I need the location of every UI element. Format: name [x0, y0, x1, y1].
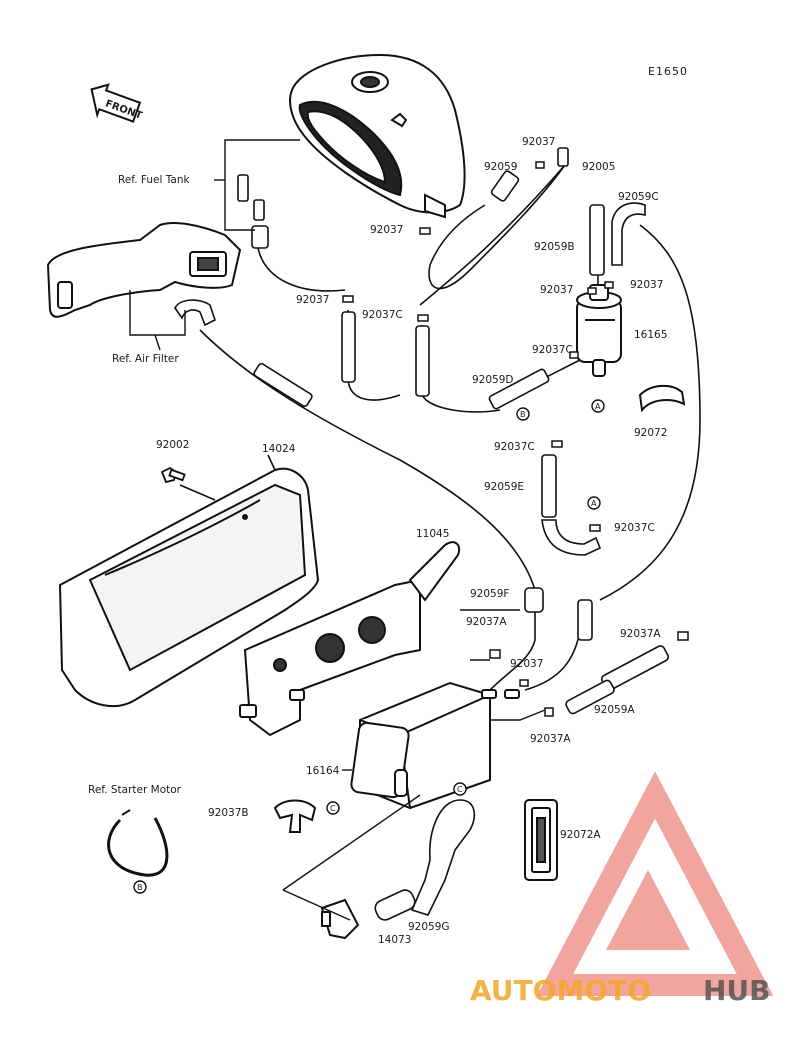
fuel-tank — [289, 53, 466, 219]
hose-routing — [179, 164, 701, 691]
label-16164: 16164 — [306, 765, 340, 777]
watermark-part1: AUTOMOTO — [470, 974, 651, 1007]
label-92037-tank: 92037 — [370, 224, 403, 236]
part-labels: Ref. Fuel Tank Ref. Air Filter Ref. Star… — [88, 136, 667, 946]
cover-14024 — [58, 467, 320, 708]
label-92037A-left: 92037A — [466, 616, 507, 628]
label-92059G: 92059G — [408, 921, 450, 933]
svg-text:B: B — [520, 410, 526, 419]
label-92037B: 92037B — [208, 807, 249, 819]
label-92037-filter-right: 92037 — [630, 279, 663, 291]
fuel-filter — [576, 284, 622, 377]
label-92037C-filter: 92037C — [532, 344, 573, 356]
svg-text:C: C — [330, 804, 336, 813]
air-filter-duct — [46, 222, 242, 318]
hose-tubes — [174, 147, 670, 921]
label-92059B: 92059B — [534, 241, 575, 253]
label-14024: 14024 — [262, 443, 296, 455]
callout-a-filter: A — [591, 399, 605, 413]
canister-16164 — [350, 681, 520, 810]
clamp-92072 — [638, 384, 686, 413]
label-92072A: 92072A — [560, 829, 601, 841]
callout-c-hose: C — [453, 782, 467, 796]
bolt-92002 — [160, 466, 186, 484]
label-92002: 92002 — [156, 439, 189, 451]
bracket-11045 — [239, 541, 461, 737]
label-92059F: 92059F — [470, 588, 509, 600]
label-11045: 11045 — [416, 528, 449, 540]
fitting-14073 — [320, 898, 360, 940]
ref-starter-motor-label: Ref. Starter Motor — [88, 784, 182, 796]
callout-a-lower: A — [587, 496, 601, 510]
callout-b-starter: B — [133, 880, 147, 894]
watermark-part2: HUB — [703, 974, 771, 1007]
label-92059-top: 92059 — [484, 161, 517, 173]
hose-clips — [342, 161, 689, 717]
diagram-code: E1650 — [648, 65, 688, 78]
callout-c-clamp: C — [326, 801, 340, 815]
label-92037C-e: 92037C — [494, 441, 535, 453]
label-92072: 92072 — [634, 427, 667, 439]
svg-text:C: C — [457, 785, 463, 794]
label-92059C: 92059C — [618, 191, 659, 203]
watermark-text: AUTOMOTO HUB — [470, 974, 771, 1007]
label-92005: 92005 — [582, 161, 615, 173]
ref-air-filter-label: Ref. Air Filter — [112, 353, 179, 365]
label-92059E: 92059E — [484, 481, 524, 493]
ref-fuel-tank-label: Ref. Fuel Tank — [118, 174, 190, 186]
svg-text:B: B — [137, 883, 143, 892]
label-92037C-low: 92037C — [614, 522, 655, 534]
watermark-logo — [536, 771, 774, 996]
label-92037-mid: 92037 — [510, 658, 543, 670]
label-92037-top: 92037 — [522, 136, 555, 148]
label-92059D: 92059D — [472, 374, 514, 386]
label-16165: 16165 — [634, 329, 667, 341]
clamp-92037B — [273, 799, 317, 833]
callout-b-92059D: B — [516, 407, 530, 421]
svg-text:A: A — [595, 402, 601, 411]
label-92037-filter-left: 92037 — [540, 284, 573, 296]
label-92037A-right: 92037A — [620, 628, 661, 640]
strap-92072A — [524, 799, 558, 881]
label-92037-left: 92037 — [296, 294, 329, 306]
label-92059A: 92059A — [594, 704, 635, 716]
starter-motor-band — [107, 817, 169, 877]
label-92037C-mid: 92037C — [362, 309, 403, 321]
front-arrow-icon: FRONT — [90, 83, 144, 123]
svg-text:A: A — [591, 499, 597, 508]
label-92037A-bottom: 92037A — [530, 733, 571, 745]
label-14073: 14073 — [378, 934, 411, 946]
reference-brackets — [129, 139, 546, 921]
